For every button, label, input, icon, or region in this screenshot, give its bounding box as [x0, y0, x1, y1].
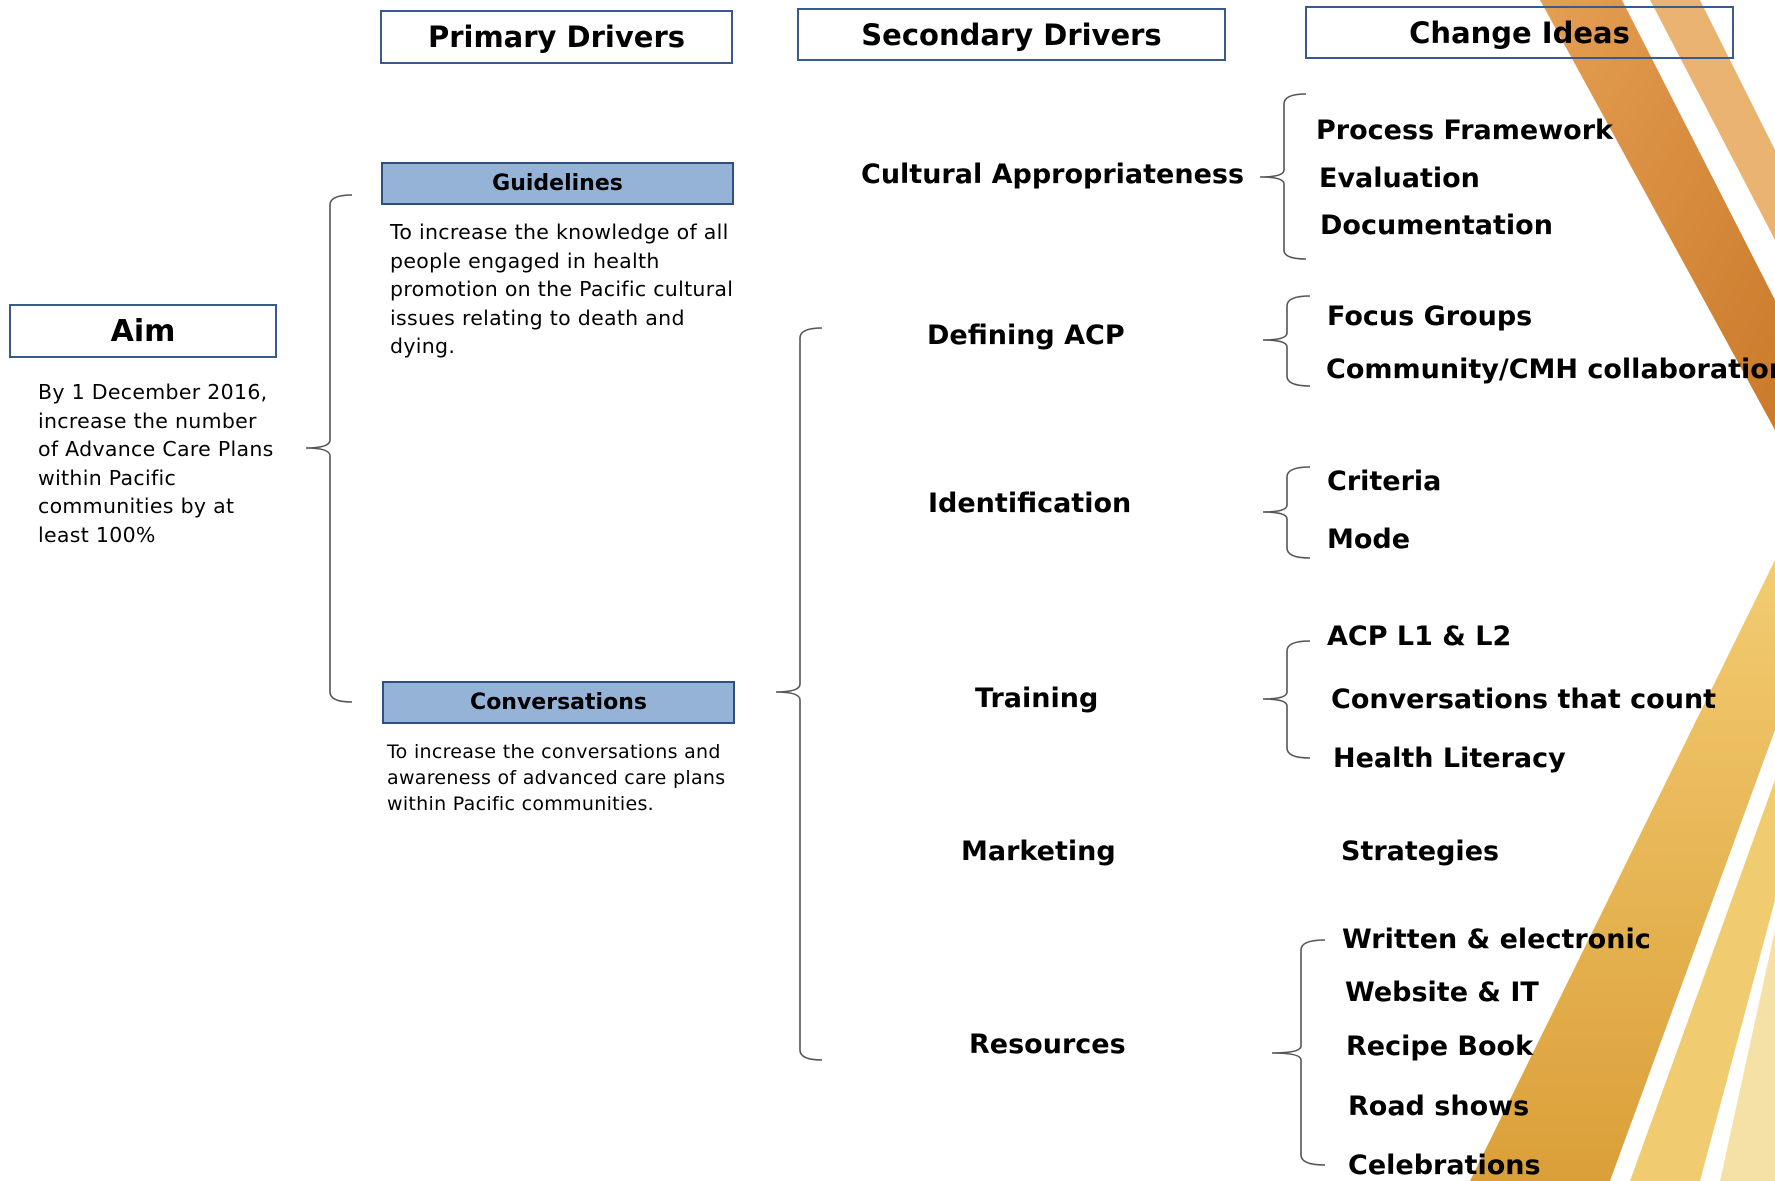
stripe-orange-2 — [1650, 0, 1775, 240]
header-primary-drivers: Primary Drivers — [380, 10, 733, 64]
change-idea-focus-groups: Focus Groups — [1327, 301, 1533, 332]
change-idea-conversations-that-count: Conversations that count — [1331, 684, 1717, 715]
stripe-gold-2 — [1630, 780, 1775, 1181]
secondary-driver-training: Training — [975, 683, 1099, 714]
secondary-driver-defining-acp: Defining ACP — [927, 320, 1125, 351]
primary-driver-conversations: Conversations — [382, 681, 735, 724]
change-idea-criteria: Criteria — [1327, 466, 1442, 497]
secondary-driver-identification: Identification — [928, 488, 1132, 519]
bracket-aim-to-primary — [305, 194, 353, 703]
bracket-defining-ideas — [1262, 295, 1311, 387]
secondary-driver-marketing: Marketing — [961, 836, 1116, 867]
change-idea-acp-l1-l2: ACP L1 & L2 — [1327, 621, 1512, 652]
bracket-identification-ideas — [1262, 466, 1311, 559]
stripe-orange — [1540, 0, 1775, 430]
change-idea-recipe-book: Recipe Book — [1346, 1031, 1534, 1062]
aim-box: Aim — [9, 304, 277, 358]
change-idea-health-literacy: Health Literacy — [1333, 743, 1566, 774]
change-idea-written-electronic: Written & electronic — [1342, 924, 1651, 955]
bracket-training-ideas — [1262, 640, 1311, 759]
change-idea-community-cmh-collaborations: Community/CMH collaborations — [1326, 354, 1775, 385]
change-idea-website-it: Website & IT — [1345, 977, 1539, 1008]
change-idea-process-framework: Process Framework — [1316, 115, 1613, 146]
header-change-ideas: Change Ideas — [1305, 6, 1734, 59]
bracket-resources-ideas — [1271, 939, 1326, 1166]
conversations-description: To increase the conversations and awaren… — [387, 741, 726, 815]
guidelines-description: To increase the knowledge of all people … — [390, 220, 734, 358]
stripe-cream — [1720, 930, 1775, 1181]
change-idea-evaluation: Evaluation — [1319, 163, 1480, 194]
change-idea-mode: Mode — [1327, 524, 1411, 555]
change-idea-road-shows: Road shows — [1348, 1091, 1530, 1122]
secondary-driver-resources: Resources — [969, 1029, 1126, 1060]
secondary-driver-cultural-appropriateness: Cultural Appropriateness — [861, 159, 1245, 190]
bracket-cultural-ideas — [1259, 93, 1307, 260]
bracket-conversations-to-secondary — [775, 327, 823, 1061]
aim-description: By 1 December 2016, increase the number … — [38, 380, 274, 547]
stripe-gold — [1470, 560, 1775, 1181]
header-secondary-drivers: Secondary Drivers — [797, 8, 1226, 61]
change-idea-celebrations: Celebrations — [1348, 1150, 1541, 1181]
change-idea-strategies: Strategies — [1341, 836, 1500, 867]
change-idea-documentation: Documentation — [1320, 210, 1553, 241]
primary-driver-guidelines: Guidelines — [381, 162, 734, 205]
